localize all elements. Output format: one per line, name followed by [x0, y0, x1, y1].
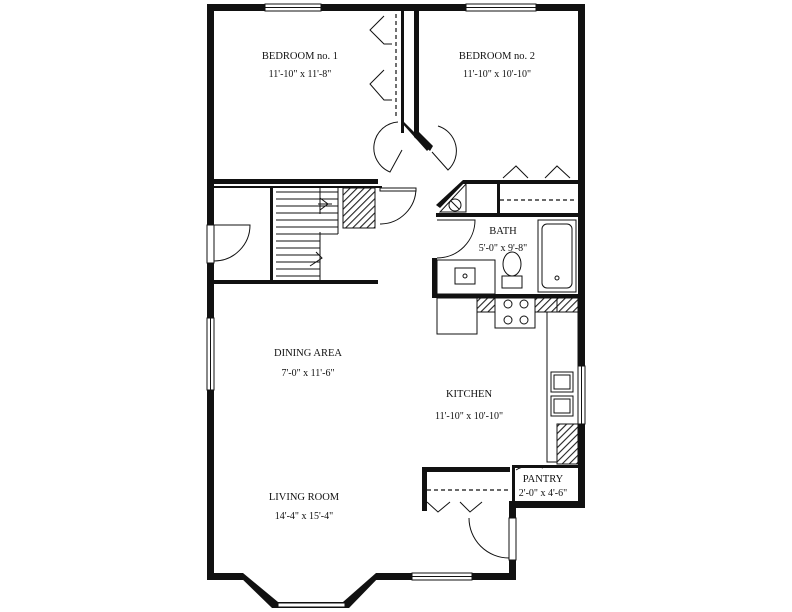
bay-window — [236, 573, 383, 608]
windows — [206, 3, 586, 581]
bath-name: BATH — [489, 226, 517, 237]
kitchen-name: KITCHEN — [446, 389, 492, 400]
doors — [206, 14, 576, 561]
living-name: LIVING ROOM — [269, 492, 340, 503]
pantry-name: PANTRY — [523, 474, 564, 485]
dining-size: 7'-0" x 11'-6" — [281, 368, 334, 379]
room-labels: BEDROOM no. 1 11'-10" x 11'-8" BEDROOM n… — [262, 51, 567, 522]
bedroom2-name: BEDROOM no. 2 — [459, 51, 535, 62]
dining-name: DINING AREA — [274, 348, 342, 359]
kitchen-size: 11'-10" x 10'-10" — [435, 411, 503, 422]
bedroom1-name: BEDROOM no. 1 — [262, 51, 338, 62]
bedroom2-size: 11'-10" x 10'-10" — [463, 69, 531, 80]
interior-walls — [214, 11, 578, 511]
stairs — [276, 187, 376, 280]
bedroom1-size: 11'-10" x 11'-8" — [269, 69, 332, 80]
bath-size: 5'-0" x 9'-8" — [479, 243, 527, 254]
fixtures — [436, 182, 579, 465]
pantry-size: 2'-0" x 4'-6" — [519, 488, 567, 499]
living-size: 14'-4" x 15'-4" — [275, 511, 333, 522]
